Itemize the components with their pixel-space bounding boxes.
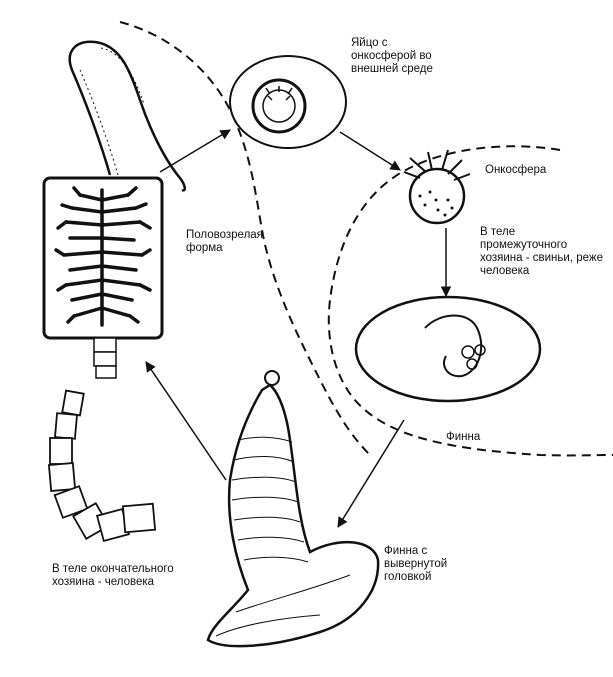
arrow-adult-to-egg [159, 129, 231, 173]
label-definitive-host: В теле окончательного хозяина - человека [52, 563, 174, 588]
arrow-finna-to-everted [337, 419, 405, 528]
label-intermediate-host: В теле промежуточного хозяина - свиньи, … [480, 226, 603, 277]
label-egg: Яйцо с онкосферой во внешней среде [351, 37, 433, 75]
oncosphere-texture [418, 190, 454, 217]
intermediate-host-boundary [327, 145, 613, 457]
label-oncosphere: Онкосфера [485, 164, 547, 176]
label-finna: Финна [446, 431, 481, 443]
label-finna-everted: Финна с вывернутой головкой [384, 545, 448, 583]
arrow-egg-to-oncosphere [339, 131, 401, 171]
oncosphere-body [408, 167, 466, 225]
proglottid-chain [47, 389, 157, 543]
everted-finna-rings [215, 436, 351, 637]
outer-boundary-line [119, 21, 371, 456]
everted-finna-body [206, 383, 380, 648]
arrow-everted-to-adult [145, 361, 227, 481]
adult-neck [68, 40, 186, 192]
finna-bladder [354, 295, 542, 403]
egg-inner-shell [251, 78, 307, 134]
everted-scolex [264, 370, 280, 386]
oncosphere-hooks [403, 149, 471, 181]
label-adult-form: Половозрелая форма [186, 229, 263, 254]
uterus-branches [54, 186, 152, 327]
egg-embryo-hooks [265, 86, 293, 101]
